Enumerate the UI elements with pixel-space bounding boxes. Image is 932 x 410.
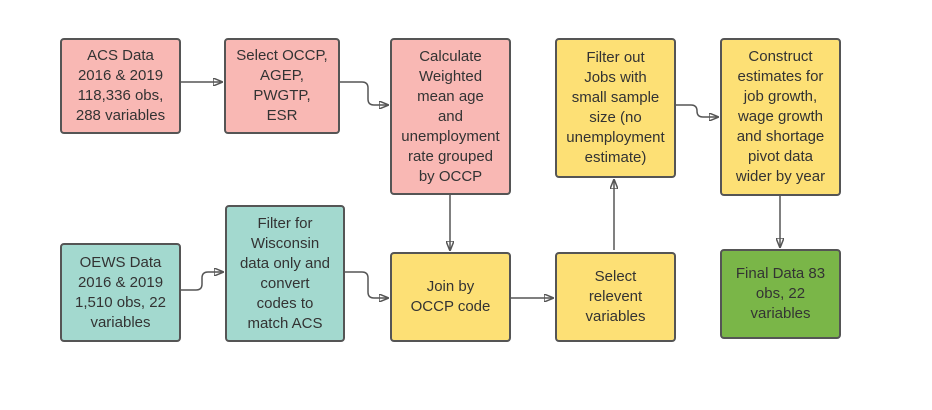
node-join-by-occp: Join by OCCP code — [390, 252, 511, 342]
node-calculate-weighted: Calculate Weighted mean age and unemploy… — [390, 38, 511, 195]
edge-oews-to-filter — [181, 272, 223, 291]
node-acs-data: ACS Data 2016 & 2019 118,336 obs, 288 va… — [60, 38, 181, 134]
edge-select-to-calculate — [340, 81, 388, 105]
node-construct-estimates: Construct estimates for job growth, wage… — [720, 38, 841, 196]
node-filter-wisconsin: Filter for Wisconsin data only and conve… — [225, 205, 345, 342]
node-select-occp: Select OCCP, AGEP, PWGTP, ESR — [224, 38, 340, 134]
node-final-data: Final Data 83 obs, 22 variables — [720, 249, 841, 339]
edge-filter-to-join — [345, 271, 388, 298]
node-filter-out-jobs: Filter out Jobs with small sample size (… — [555, 38, 676, 178]
node-select-relevent: Select relevent variables — [555, 252, 676, 342]
node-oews-data: OEWS Data 2016 & 2019 1,510 obs, 22 vari… — [60, 243, 181, 342]
edge-filter-out-to-construct — [676, 104, 718, 117]
